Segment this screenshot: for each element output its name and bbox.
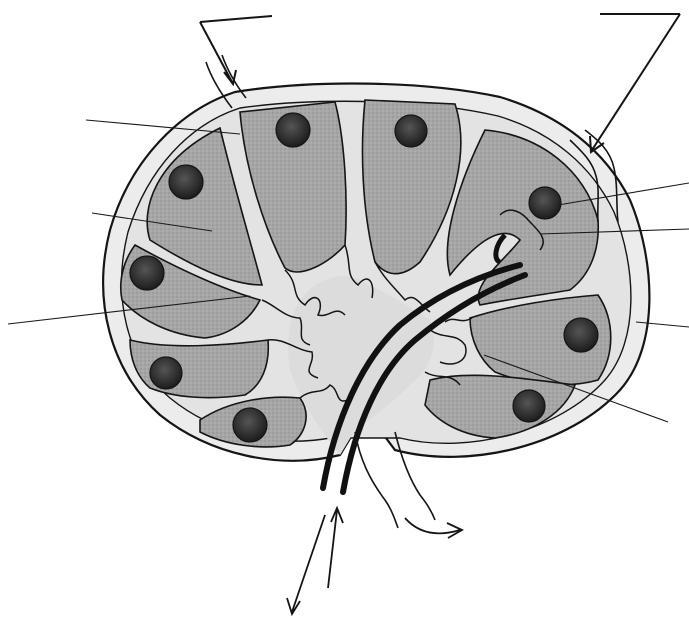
nodule xyxy=(513,390,545,422)
nodule xyxy=(529,187,561,219)
hilum-arrow-up xyxy=(328,508,343,588)
efferent-arrowhead xyxy=(447,523,462,538)
nodule xyxy=(276,113,310,147)
nodule xyxy=(169,165,203,199)
nodule xyxy=(130,256,164,290)
nodule xyxy=(395,115,427,147)
afferent-arrow-right xyxy=(590,14,680,152)
nodule xyxy=(233,408,267,442)
nodule xyxy=(564,318,598,352)
nodule xyxy=(150,357,182,389)
hilum-arrow-down xyxy=(287,515,325,614)
